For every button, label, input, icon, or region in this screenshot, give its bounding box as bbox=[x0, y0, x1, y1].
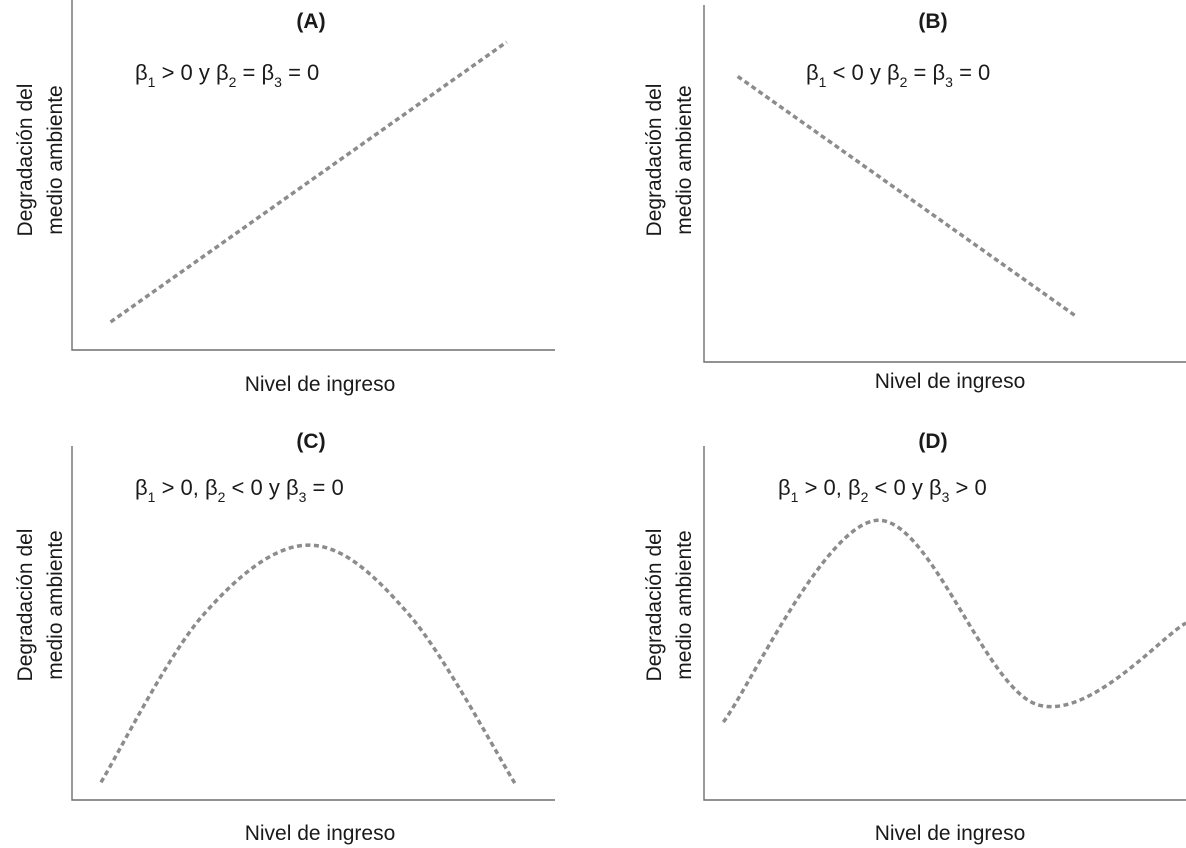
x-axis-label: Nivel de ingreso bbox=[875, 370, 1026, 393]
condition-subscript: 2 bbox=[900, 74, 908, 90]
condition-subscript: 1 bbox=[819, 74, 827, 90]
panel-c: (C) β1 > 0, β2 < 0 y β3 = 0 Degradación de… bbox=[14, 430, 555, 845]
condition-subscript: 1 bbox=[148, 74, 156, 90]
condition-text: β bbox=[135, 475, 148, 500]
condition-text: > 0, β bbox=[798, 475, 860, 500]
condition-subscript: 3 bbox=[942, 489, 950, 505]
series-line bbox=[109, 40, 508, 324]
condition-text: < 0 y β bbox=[826, 60, 899, 85]
condition-text: = β bbox=[236, 60, 274, 85]
series-line bbox=[721, 518, 1186, 724]
axes bbox=[71, 0, 555, 351]
panel-condition: β1 > 0, β2 < 0 y β3 > 0 bbox=[778, 475, 987, 505]
condition-text: > 0, β bbox=[155, 475, 217, 500]
condition-text: β bbox=[778, 475, 791, 500]
panel-condition: β1 < 0 y β2 = β3 = 0 bbox=[806, 60, 990, 90]
panel-title: (A) bbox=[296, 10, 325, 33]
condition-text: = β bbox=[907, 60, 945, 85]
condition-text: β bbox=[135, 60, 148, 85]
series-line bbox=[736, 74, 1077, 318]
condition-text: β bbox=[806, 60, 819, 85]
condition-text: < 0 y β bbox=[868, 475, 941, 500]
panel-title: (B) bbox=[918, 10, 947, 33]
y-axis-label: Degradación del bbox=[643, 84, 666, 237]
condition-text: = 0 bbox=[953, 60, 990, 85]
condition-subscript: 2 bbox=[861, 489, 869, 505]
condition-subscript: 3 bbox=[274, 74, 282, 90]
panel-condition: β1 > 0, β2 < 0 y β3 = 0 bbox=[135, 475, 344, 505]
condition-text: < 0 y β bbox=[225, 475, 298, 500]
panel-d: (D) β1 > 0, β2 < 0 y β3 > 0 Degradación de… bbox=[643, 430, 1186, 845]
condition-subscript: 1 bbox=[148, 489, 156, 505]
panel-title: (D) bbox=[918, 430, 947, 453]
panel-title: (C) bbox=[296, 430, 325, 453]
condition-subscript: 3 bbox=[299, 489, 307, 505]
panel-condition: β1 > 0 y β2 = β3 = 0 bbox=[135, 60, 319, 90]
condition-text: > 0 bbox=[949, 475, 986, 500]
y-axis-label: medio ambiente bbox=[673, 530, 696, 679]
condition-subscript: 2 bbox=[218, 489, 226, 505]
condition-subscript: 1 bbox=[791, 489, 799, 505]
panel-a: (A) β1 > 0 y β2 = β3 = 0 Degradación del me… bbox=[14, 0, 555, 396]
y-axis-label: Degradación del bbox=[14, 84, 37, 237]
condition-subscript: 3 bbox=[945, 74, 953, 90]
x-axis-label: Nivel de ingreso bbox=[245, 822, 396, 845]
y-axis-label: medio ambiente bbox=[44, 530, 67, 679]
y-axis-label: medio ambiente bbox=[44, 85, 67, 234]
series-line bbox=[99, 543, 518, 787]
y-axis-label: medio ambiente bbox=[673, 85, 696, 234]
condition-subscript: 2 bbox=[229, 74, 237, 90]
panel-b: (B) β1 < 0 y β2 = β3 = 0 Degradación del me… bbox=[643, 5, 1186, 393]
condition-text: > 0 y β bbox=[155, 60, 228, 85]
x-axis-label: Nivel de ingreso bbox=[245, 373, 396, 396]
axes bbox=[703, 5, 1186, 363]
axes bbox=[703, 446, 1186, 801]
condition-text: = 0 bbox=[306, 475, 343, 500]
y-axis-label: Degradación del bbox=[643, 529, 666, 682]
axes bbox=[71, 446, 555, 801]
y-axis-label: Degradación del bbox=[14, 529, 37, 682]
x-axis-label: Nivel de ingreso bbox=[875, 822, 1026, 845]
condition-text: = 0 bbox=[282, 60, 319, 85]
